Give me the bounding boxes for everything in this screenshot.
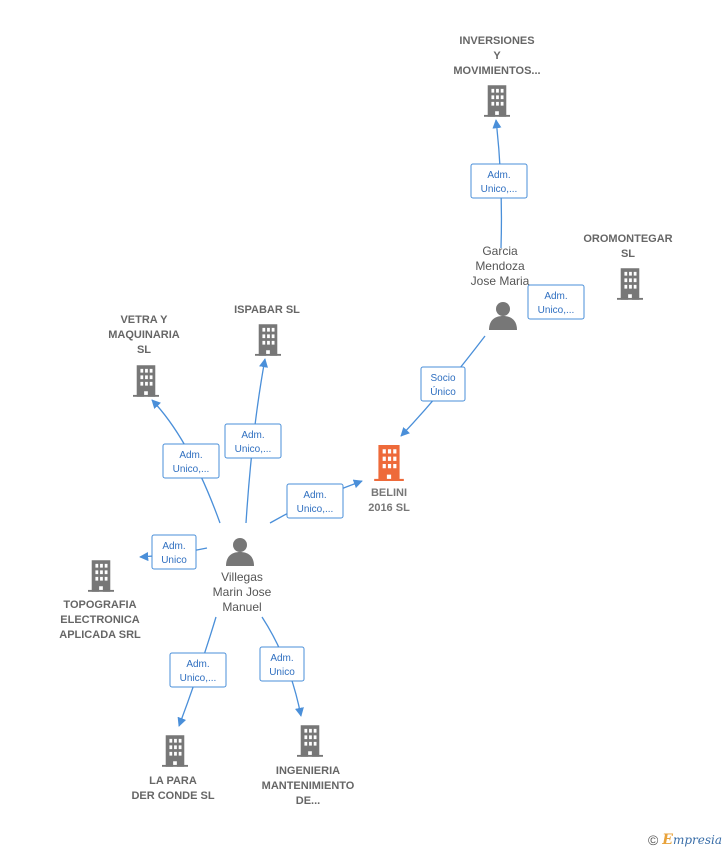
- edge-label-line: Adm.: [487, 170, 510, 181]
- edge-label-line: Adm.: [544, 291, 567, 302]
- node-label-line: MOVIMIENTOS...: [453, 65, 540, 77]
- edge-label-line: Adm.: [186, 659, 209, 670]
- node-label-line: Y: [493, 50, 501, 62]
- edge-label-line: Unico,...: [481, 184, 518, 195]
- building-icon: [617, 268, 643, 300]
- building-icon: [162, 735, 188, 767]
- edge-label-line: Único: [430, 385, 456, 398]
- node-label-line: MAQUINARIA: [108, 329, 180, 341]
- edge-label-line: Unico,...: [235, 444, 272, 455]
- edge-label-villegas-ispabar[interactable]: Adm. Unico,...: [224, 423, 282, 459]
- node-label-line: SL: [137, 344, 151, 356]
- edges-layer: [139, 119, 575, 727]
- building-icon: [255, 324, 281, 356]
- edge-label-line: Unico,...: [538, 305, 575, 316]
- edge-label-line: Adm.: [303, 490, 326, 501]
- node-label-line: LA PARA: [149, 775, 197, 787]
- edge-label-villegas-vetra[interactable]: Adm. Unico,...: [162, 443, 220, 479]
- node-label-line: Villegas: [221, 570, 263, 584]
- edge-label-line: Adm.: [162, 541, 185, 552]
- node-label-line: TOPOGRAFIA: [63, 599, 136, 611]
- edge-label-garcia-oromontegar[interactable]: Adm. Unico,...: [527, 284, 585, 320]
- nodes-layer: BELINI 2016 SL INVERSIONES Y MOVIMIENTOS... O…: [59, 35, 672, 807]
- person-icon: [226, 538, 254, 566]
- building-icon: [484, 85, 510, 117]
- company-node-ingenieria[interactable]: INGENIERIA MANTENIMIENTO DE...: [262, 725, 355, 807]
- company-node-lapara[interactable]: LA PARA DER CONDE SL: [131, 735, 215, 802]
- building-icon: [133, 365, 159, 397]
- edge-label-villegas-topografia[interactable]: Adm. Unico: [151, 534, 197, 570]
- edge-labels-layer: Adm.Unico,...Adm.Unico,...SocioÚnicoAdm.…: [151, 163, 585, 688]
- edge-label-line: Unico,...: [173, 464, 210, 475]
- node-label-line: Jose Maria: [471, 274, 530, 288]
- node-label-line: MANTENIMIENTO: [262, 780, 355, 792]
- empresia-logo[interactable]: Empresia: [662, 832, 722, 848]
- edge-label-box: [169, 652, 227, 688]
- node-label-line: BELINI: [371, 487, 407, 499]
- building-icon: [88, 560, 114, 592]
- company-node-inversiones[interactable]: INVERSIONES Y MOVIMIENTOS...: [453, 35, 541, 117]
- company-node-ispabar[interactable]: ISPABAR SL: [234, 304, 300, 356]
- node-label-line: OROMONTEGAR: [583, 233, 672, 245]
- edge-label-box: [527, 284, 585, 320]
- edge-label-box: [286, 483, 344, 519]
- node-label-line: SL: [621, 248, 635, 260]
- node-label-line: Marin Jose: [213, 585, 272, 599]
- footer-brand: © Empresia: [648, 832, 722, 848]
- edge-label-villegas-lapara[interactable]: Adm. Unico,...: [169, 652, 227, 688]
- node-label-line: Manuel: [222, 600, 261, 614]
- company-node-vetra[interactable]: VETRA Y MAQUINARIA SL: [108, 314, 180, 397]
- node-label-line: ISPABAR SL: [234, 304, 300, 316]
- edge-label-line: Socio: [430, 373, 455, 384]
- edge-label-line: Unico,...: [180, 673, 217, 684]
- edge-label-box: [420, 366, 466, 402]
- edge-label-garcia-inversiones[interactable]: Adm. Unico,...: [470, 163, 528, 199]
- edge-label-line: Adm.: [179, 450, 202, 461]
- building-icon: [297, 725, 323, 757]
- node-label-line: Garcia: [482, 244, 518, 258]
- edge-label-line: Unico,...: [297, 504, 334, 515]
- edge-label-line: Unico: [269, 667, 295, 678]
- edge-label-villegas-belini[interactable]: Adm. Unico,...: [286, 483, 344, 519]
- node-label-line: DE...: [296, 795, 320, 807]
- node-label-line: Mendoza: [475, 259, 525, 273]
- node-label-line: DER CONDE SL: [131, 790, 214, 802]
- edge-label-line: Adm.: [270, 653, 293, 664]
- company-node-topografia[interactable]: TOPOGRAFIA ELECTRONICA APLICADA SRL: [59, 560, 141, 641]
- edge-label-box: [224, 423, 282, 459]
- edge-label-box: [151, 534, 197, 570]
- edge-label-box: [162, 443, 220, 479]
- company-node-oromontegar[interactable]: OROMONTEGAR SL: [583, 233, 673, 300]
- node-label-line: APLICADA SRL: [59, 629, 141, 641]
- node-label-line: 2016 SL: [368, 502, 410, 514]
- person-icon: [489, 302, 517, 330]
- edge-label-line: Adm.: [241, 430, 264, 441]
- copyright-symbol: ©: [647, 832, 659, 848]
- company-node-belini[interactable]: BELINI 2016 SL: [368, 445, 410, 514]
- edge-label-box: [259, 646, 305, 682]
- edge-label-box: [470, 163, 528, 199]
- node-label-line: ELECTRONICA: [60, 614, 140, 626]
- node-label-line: INVERSIONES: [459, 35, 534, 47]
- node-label-line: INGENIERIA: [276, 765, 340, 777]
- edge-label-villegas-ingenieria[interactable]: Adm. Unico: [259, 646, 305, 682]
- edge-label-line: Unico: [161, 555, 187, 566]
- building-icon: [374, 445, 404, 481]
- node-label-line: VETRA Y: [120, 314, 168, 326]
